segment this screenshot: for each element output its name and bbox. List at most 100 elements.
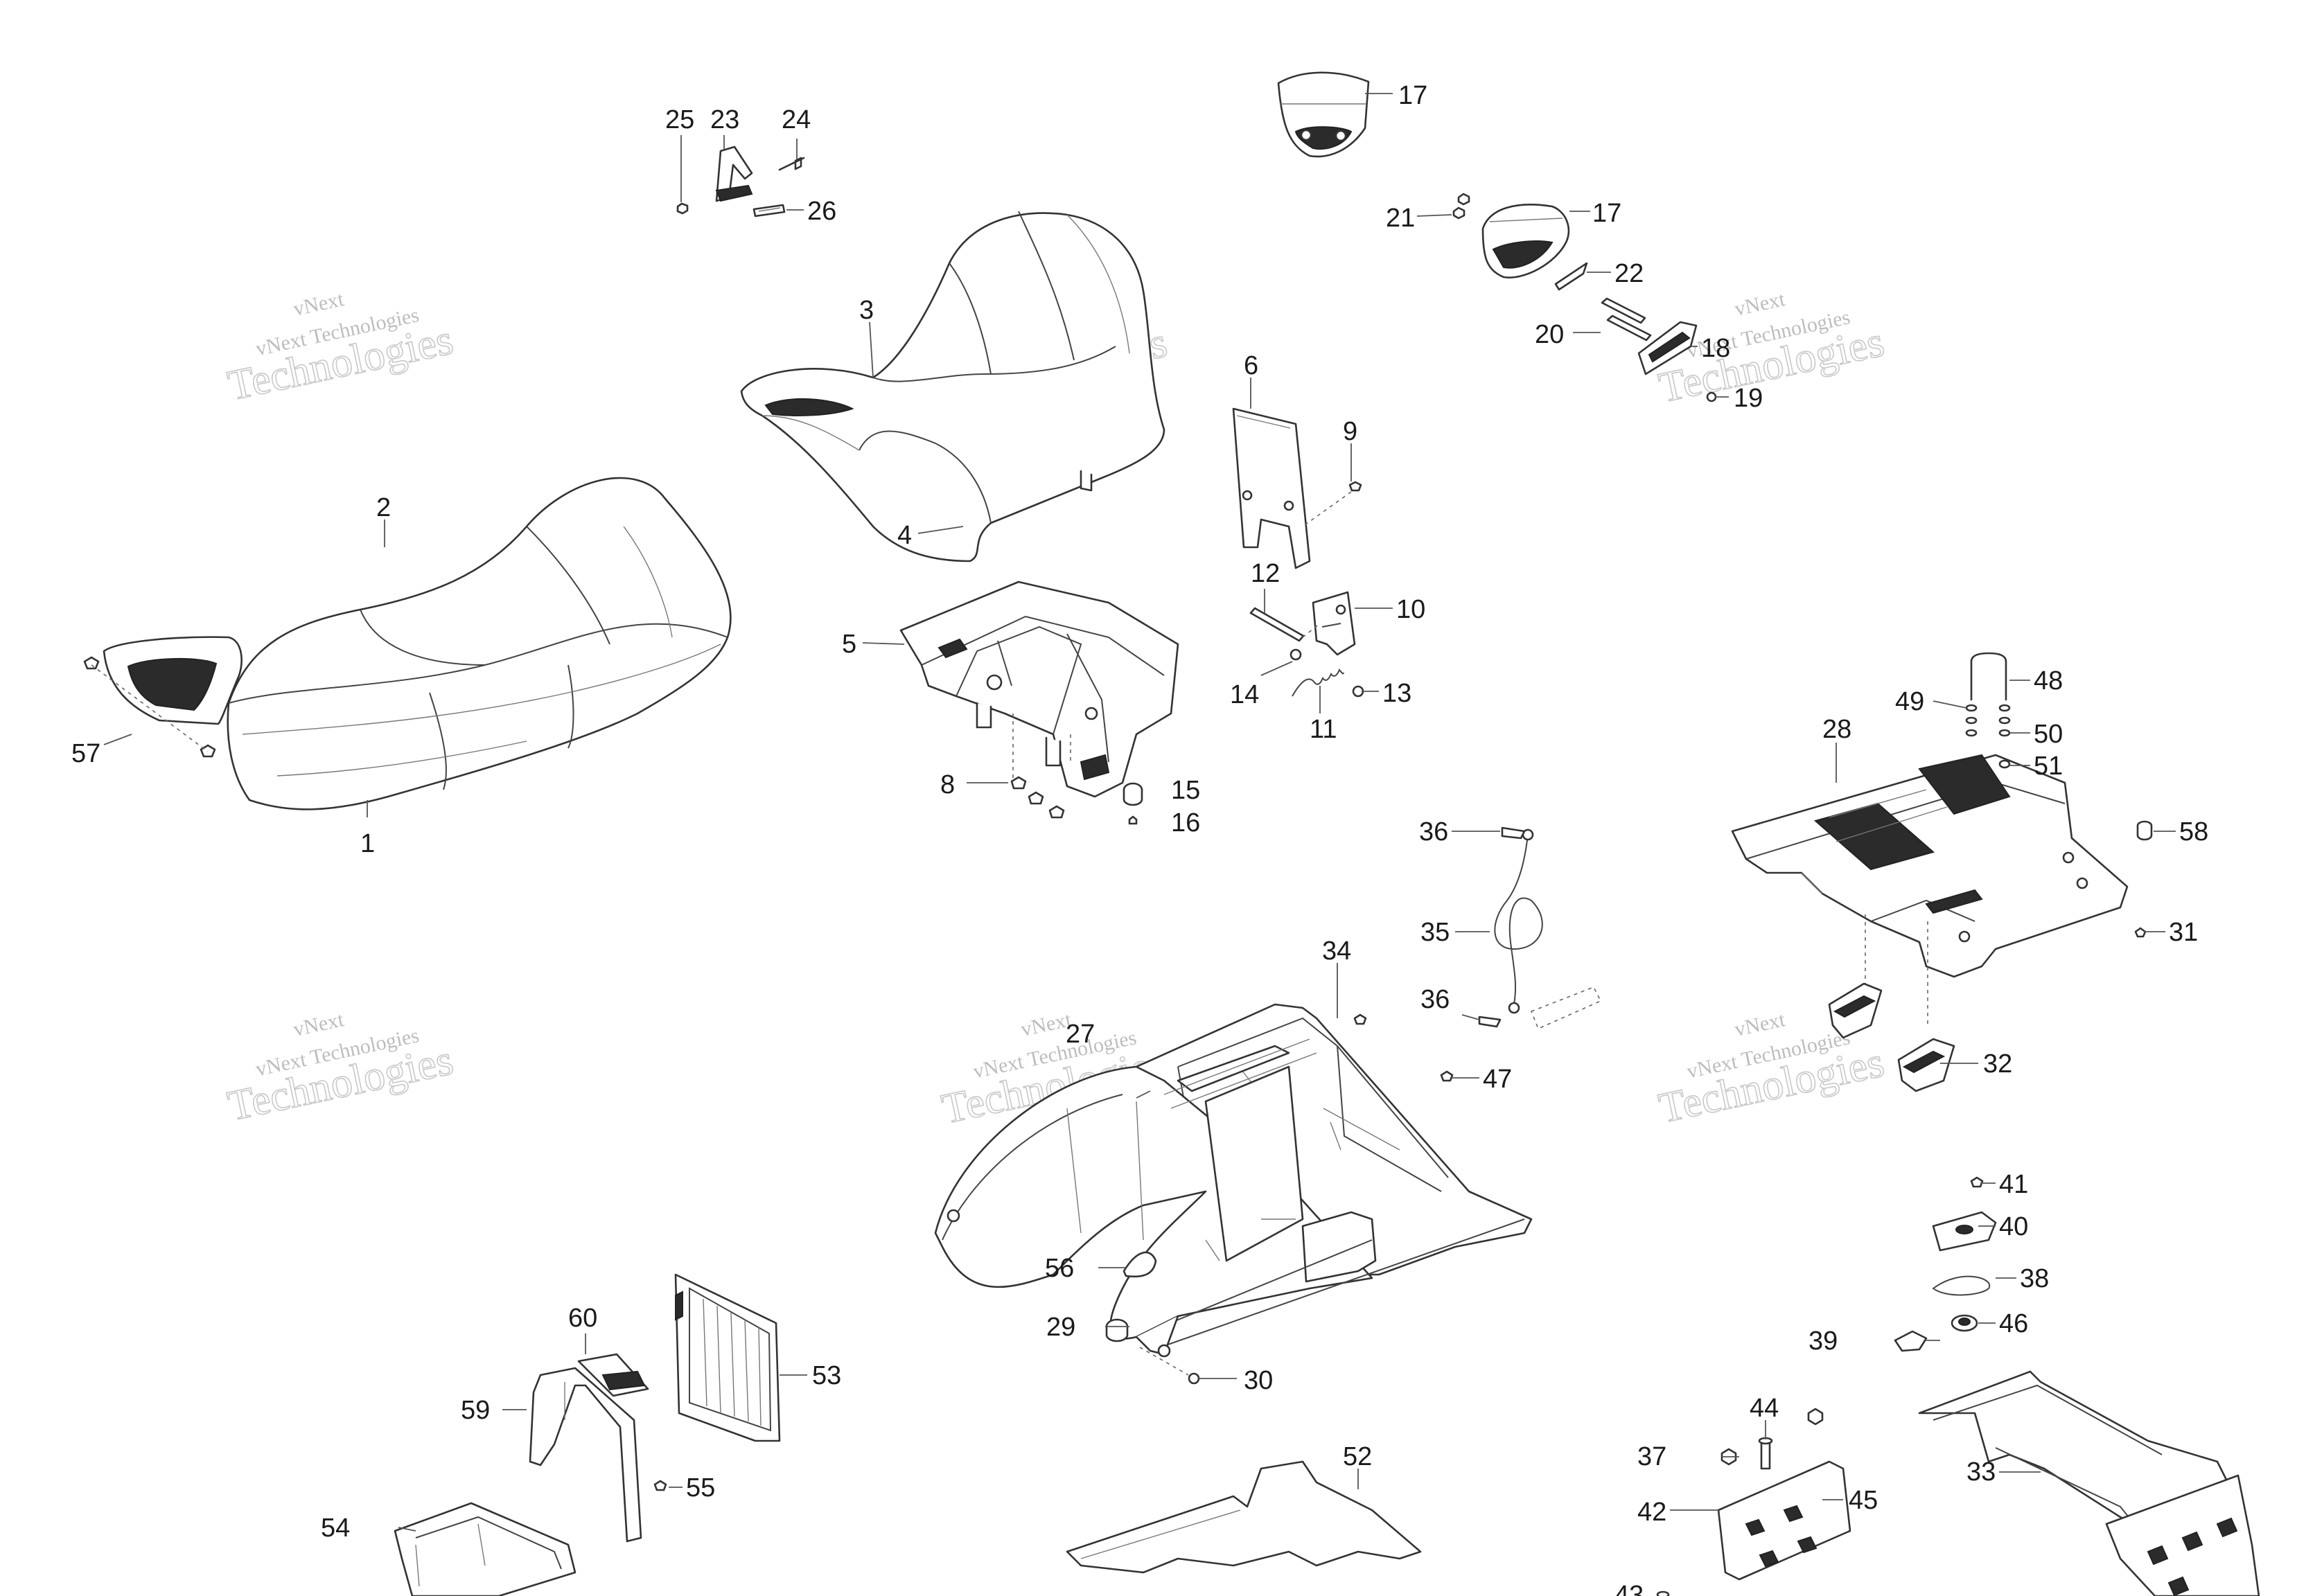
callout-38: 38 — [2020, 1264, 2049, 1293]
reflector-18 — [1637, 321, 1698, 375]
nut-51 — [1998, 759, 2011, 769]
nut-16 — [1128, 815, 1138, 825]
hitch-plate-42 — [1717, 1460, 1851, 1581]
callout-30: 30 — [1244, 1366, 1273, 1395]
callout-19: 19 — [1734, 384, 1763, 413]
clamp-39 — [1894, 1330, 1928, 1352]
callout-48: 48 — [2034, 666, 2063, 695]
callout-12: 12 — [1251, 559, 1280, 588]
callout-50: 50 — [2034, 720, 2063, 749]
screw-57-a — [83, 656, 100, 670]
callout-15: 15 — [1171, 776, 1200, 805]
seat-base-frame — [899, 580, 1179, 825]
callout-3: 3 — [859, 296, 874, 325]
nut-21-a — [1457, 193, 1470, 206]
callout-44: 44 — [1750, 1394, 1779, 1423]
callout-29: 29 — [1046, 1313, 1075, 1342]
callout-33: 33 — [1966, 1457, 1996, 1487]
callout-27: 27 — [1066, 1020, 1095, 1049]
main-seat — [83, 477, 732, 810]
rear-rack-tray — [1731, 754, 2129, 978]
grommet-56 — [1123, 1251, 1157, 1278]
callout-55: 55 — [686, 1473, 715, 1502]
u-bolt-48 — [1970, 652, 2007, 701]
callout-31: 31 — [2169, 918, 2198, 947]
callout-32: 32 — [1983, 1049, 2012, 1079]
washers-49 — [1965, 704, 1978, 737]
callout-56: 56 — [1045, 1254, 1074, 1283]
washer-43 — [1656, 1590, 1670, 1596]
bumper-32-b — [1897, 1038, 1955, 1092]
callout-1: 1 — [360, 829, 375, 858]
callout-36a: 36 — [1419, 817, 1448, 846]
hitch-frame-33 — [1918, 1370, 2260, 1596]
callout-58: 58 — [2179, 817, 2208, 846]
battery-tray-54 — [394, 1502, 576, 1596]
bracket-59 — [529, 1367, 642, 1543]
callout-9: 9 — [1343, 417, 1357, 446]
latch-assembly — [1249, 591, 1364, 698]
callout-25: 25 — [665, 105, 694, 134]
grommet-46 — [1951, 1314, 1978, 1332]
callout-22: 22 — [1614, 259, 1644, 288]
bracket-23 — [715, 145, 753, 202]
callout-24: 24 — [782, 105, 811, 134]
clip-38 — [1932, 1275, 1991, 1296]
callout-8: 8 — [940, 770, 955, 799]
nut-21-b — [1452, 206, 1466, 220]
callout-45: 45 — [1849, 1486, 1878, 1515]
callout-41: 41 — [1999, 1170, 2028, 1199]
callout-21: 21 — [1386, 204, 1415, 233]
callout-54: 54 — [321, 1514, 350, 1543]
gasket-22 — [1554, 262, 1588, 291]
floor-mat-52 — [1066, 1460, 1422, 1574]
spring-11 — [1292, 668, 1344, 697]
nut-19 — [1706, 391, 1717, 402]
watermark-top-left: vNext vNext Technologies Technologies — [223, 287, 457, 410]
callout-47: 47 — [1483, 1065, 1512, 1094]
nut-30 — [1188, 1372, 1200, 1385]
callout-52: 52 — [1343, 1442, 1372, 1471]
screw-57-b — [200, 744, 216, 758]
latch-plate — [1232, 407, 1362, 569]
svg-text:vNext: vNext — [1732, 287, 1787, 321]
plate-60 — [577, 1353, 649, 1397]
bolt-20-b — [1606, 314, 1652, 342]
leader-lines — [103, 93, 2176, 1532]
callout-23: 23 — [710, 105, 739, 134]
fastener-8-c — [1048, 805, 1065, 819]
upper-cover-17 — [1277, 71, 1370, 158]
nut-25 — [676, 202, 689, 215]
callout-57: 57 — [71, 739, 100, 768]
grille-53 — [674, 1273, 781, 1442]
callout-5: 5 — [842, 630, 856, 659]
callout-11: 11 — [1310, 715, 1337, 744]
pin-36-a — [1501, 826, 1526, 840]
callout-49: 49 — [1895, 687, 1924, 716]
callout-46: 46 — [1999, 1309, 2028, 1338]
plate-26 — [752, 204, 786, 218]
screw-55 — [653, 1480, 667, 1491]
callout-59: 59 — [461, 1396, 490, 1425]
callout-17a: 17 — [1398, 81, 1427, 110]
lower-cover-17 — [1481, 204, 1570, 278]
bumper-15 — [1123, 782, 1143, 806]
svg-text:vNext: vNext — [291, 1008, 346, 1041]
bolt-12 — [1249, 607, 1305, 642]
screw-9 — [1348, 481, 1362, 492]
svg-text:vNext: vNext — [1732, 1008, 1787, 1041]
screw-47 — [1440, 1070, 1454, 1082]
stud-44 — [1758, 1437, 1773, 1470]
callout-28: 28 — [1822, 715, 1851, 744]
callout-17b: 17 — [1592, 199, 1621, 228]
callout-42: 42 — [1637, 1498, 1666, 1527]
callout-26: 26 — [807, 197, 836, 226]
callout-13: 13 — [1382, 679, 1411, 708]
washers-50 — [1998, 704, 2011, 737]
callout-18: 18 — [1701, 334, 1730, 363]
screw-34 — [1353, 1013, 1367, 1025]
screw-31 — [2134, 927, 2147, 938]
callout-16: 16 — [1171, 808, 1200, 837]
rider-backrest-seat — [740, 211, 1165, 562]
